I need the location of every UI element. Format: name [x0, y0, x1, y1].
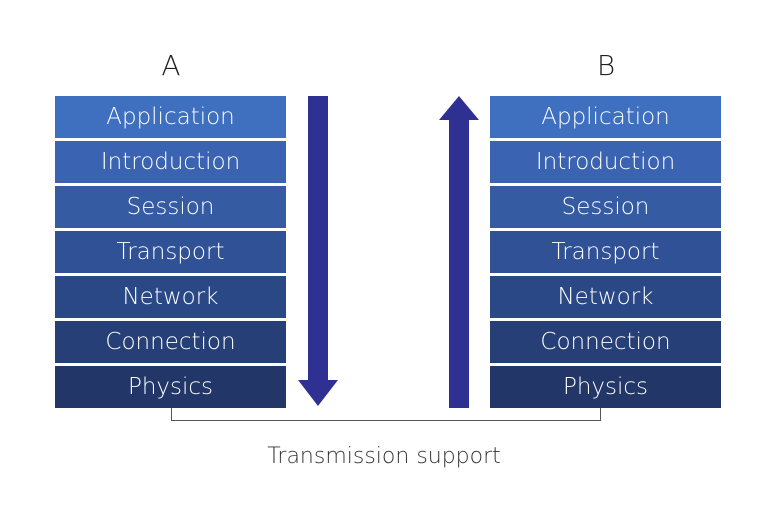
- stack-b-layer-network: Network: [490, 276, 721, 318]
- stack-a-layer-connection: Connection: [55, 321, 286, 363]
- transmission-support-label: Transmission support: [267, 444, 501, 469]
- stack-b-layer-transport: Transport: [490, 231, 721, 273]
- up-arrow-icon: [439, 96, 479, 408]
- stack-a-layer-introduction: Introduction: [55, 141, 286, 183]
- stack-a-layer-session: Session: [55, 186, 286, 228]
- stack-b-layer-introduction: Introduction: [490, 141, 721, 183]
- down-arrow-shape: [298, 96, 338, 406]
- stack-a-title: A: [161, 49, 181, 82]
- stack-a-layer-network: Network: [55, 276, 286, 318]
- down-arrow-icon: [298, 96, 338, 406]
- stack-b-title: B: [596, 49, 616, 82]
- stack-b-layer-session: Session: [490, 186, 721, 228]
- stack-b-layer-application: Application: [490, 96, 721, 138]
- stack-a-layer-application: Application: [55, 96, 286, 138]
- stack-b-layer-connection: Connection: [490, 321, 721, 363]
- stack-a-layer-physics: Physics: [55, 366, 286, 408]
- transmission-bracket: [171, 408, 601, 421]
- stack-a-layer-transport: Transport: [55, 231, 286, 273]
- stack-b-layer-physics: Physics: [490, 366, 721, 408]
- stack-a: Application Introduction Session Transpo…: [55, 96, 286, 408]
- up-arrow-shape: [439, 96, 479, 408]
- stack-b: Application Introduction Session Transpo…: [490, 96, 721, 408]
